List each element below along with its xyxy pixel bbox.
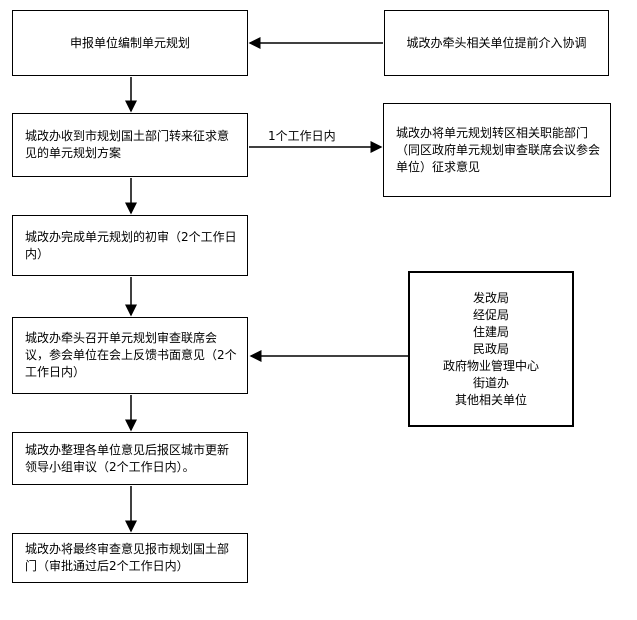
step1-box: 申报单位编制单元规划 xyxy=(12,10,248,76)
time-label: 1个工作日内 xyxy=(268,129,336,143)
step6-box: 城改办将最终审查意见报市规划国土部门（审批通过后2个工作日内） xyxy=(12,533,248,583)
unit-item: 街道办 xyxy=(472,375,509,390)
step3-box: 城改办完成单元规划的初审（2个工作日内） xyxy=(12,215,248,276)
units-box: 发改局 经促局 住建局 民政局 政府物业管理中心 街道办 其他相关单位 xyxy=(408,271,574,427)
unit-item: 政府物业管理中心 xyxy=(442,358,539,373)
coordination-text: 城改办牵头相关单位提前介入协调 xyxy=(406,35,587,50)
coordination-box: 城改办牵头相关单位提前介入协调 xyxy=(384,10,609,76)
unit-item: 其他相关单位 xyxy=(454,392,527,407)
units-list: 发改局 经促局 住建局 民政局 政府物业管理中心 街道办 其他相关单位 xyxy=(443,290,539,409)
forward-text: 城改办将单元规划转区相关职能部门（同区政府单元规划审查联席会议参会单位）征求意见 xyxy=(396,125,601,174)
step1-text: 申报单位编制单元规划 xyxy=(69,35,190,50)
unit-item: 住建局 xyxy=(472,324,509,339)
unit-item: 民政局 xyxy=(472,341,509,356)
unit-item: 发改局 xyxy=(472,290,509,305)
step4-text: 城改办牵头召开单元规划审查联席会议，参会单位在会上反馈书面意见（2个工作日内） xyxy=(25,331,237,379)
step4-box: 城改办牵头召开单元规划审查联席会议，参会单位在会上反馈书面意见（2个工作日内） xyxy=(12,317,248,394)
forward-box: 城改办将单元规划转区相关职能部门（同区政府单元规划审查联席会议参会单位）征求意见 xyxy=(383,103,611,197)
step5-box: 城改办整理各单位意见后报区城市更新领导小组审议（2个工作日内）。 xyxy=(12,432,248,485)
step3-text: 城改办完成单元规划的初审（2个工作日内） xyxy=(25,229,237,261)
step2-text: 城改办收到市规划国土部门转来征求意见的单元规划方案 xyxy=(25,129,230,160)
step5-text: 城改办整理各单位意见后报区城市更新领导小组审议（2个工作日内）。 xyxy=(25,442,230,474)
step2-box: 城改办收到市规划国土部门转来征求意见的单元规划方案 xyxy=(12,113,248,177)
step6-text: 城改办将最终审查意见报市规划国土部门（审批通过后2个工作日内） xyxy=(25,542,230,573)
unit-item: 经促局 xyxy=(472,307,509,322)
